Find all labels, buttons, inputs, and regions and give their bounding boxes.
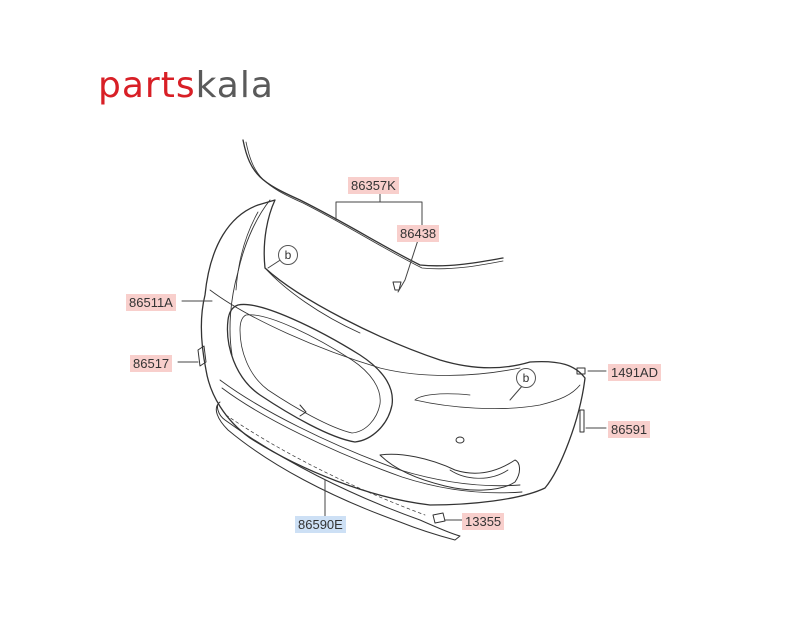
part-label-13355[interactable]: 13355 <box>462 513 505 530</box>
logo-parts: parts <box>98 65 196 106</box>
part-label-86590E[interactable]: 86590E <box>295 516 346 533</box>
bumper-cover <box>200 199 586 506</box>
grille-opening <box>226 303 394 443</box>
lower-valance <box>215 401 461 541</box>
fog-lamp-recess <box>379 453 520 491</box>
part-label-86438[interactable]: 86438 <box>397 225 440 242</box>
part-label-1491AD[interactable]: 1491AD <box>608 364 661 381</box>
part-label-86511A[interactable]: 86511A <box>126 294 176 311</box>
part-label-86591[interactable]: 86591 <box>608 421 651 438</box>
callout-b-upper: b <box>278 245 298 265</box>
logo-kala: kala <box>195 65 274 106</box>
lower-lip <box>219 379 521 487</box>
callout-b-right: b <box>516 368 536 388</box>
partskala-logo: partskala <box>98 68 274 104</box>
part-label-86357K[interactable]: 86357K <box>348 177 399 194</box>
part-label-86517[interactable]: 86517 <box>130 355 173 372</box>
